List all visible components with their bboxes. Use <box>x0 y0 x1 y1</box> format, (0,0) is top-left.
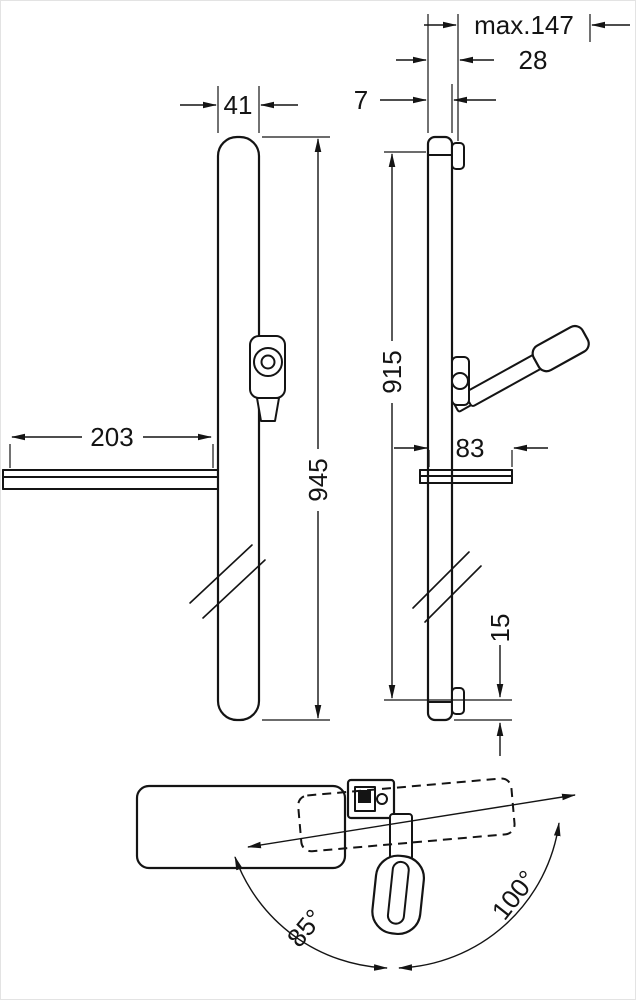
dim-bottom-offset: 15 <box>454 614 515 756</box>
dim-rail-width: 41 <box>180 86 298 133</box>
swivel-arc-85 <box>234 856 388 971</box>
dim-label-max-reach: max.147 <box>474 10 574 40</box>
wall-bar-side <box>426 135 454 722</box>
dim-rail-pitch: 915 <box>377 151 512 701</box>
dim-shelf-depth: 83 <box>394 433 548 467</box>
dim-shelf-length: 203 <box>9 422 214 468</box>
plan-view: 85° 100° <box>135 777 576 971</box>
shower-head <box>531 324 590 373</box>
swivel-direction-line <box>247 793 576 849</box>
slider-holder-front <box>249 335 286 422</box>
dim-max-reach: max.147 <box>424 10 630 141</box>
break-marks-front <box>189 544 266 619</box>
dim-overall-height: 945 <box>262 136 333 721</box>
dim-label-bracket-depth: 28 <box>519 45 548 75</box>
front-view <box>2 135 286 722</box>
top-bracket <box>451 142 465 170</box>
dim-bracket-depth: 28 <box>396 45 547 75</box>
shelf-front <box>2 469 219 490</box>
shelf-side <box>419 469 513 484</box>
dim-label-overall-height: 945 <box>303 458 333 501</box>
dim-label-rail-depth: 7 <box>354 85 368 115</box>
bar-section-plan <box>346 778 396 820</box>
dim-label-rail-width: 41 <box>224 90 253 120</box>
bottom-bracket <box>451 687 465 715</box>
dim-label-shelf-depth: 83 <box>456 433 485 463</box>
dim-label-bottom-offset: 15 <box>485 614 515 643</box>
swivel-arc-100 <box>398 822 561 971</box>
break-marks-side <box>412 551 482 623</box>
shelf-plan <box>135 784 347 870</box>
dim-label-rail-pitch: 915 <box>377 350 407 393</box>
wall-bar-front <box>216 135 261 722</box>
hand-shower <box>452 324 590 413</box>
dim-label-shelf-length: 203 <box>90 422 133 452</box>
dim-label-swivel-right: 100° <box>486 865 543 926</box>
holder-fork-plan <box>371 854 425 936</box>
holder-side <box>451 356 470 406</box>
dim-rail-depth: 7 <box>354 84 496 133</box>
side-view <box>412 135 590 722</box>
dim-label-swivel-left: 85° <box>281 903 329 952</box>
